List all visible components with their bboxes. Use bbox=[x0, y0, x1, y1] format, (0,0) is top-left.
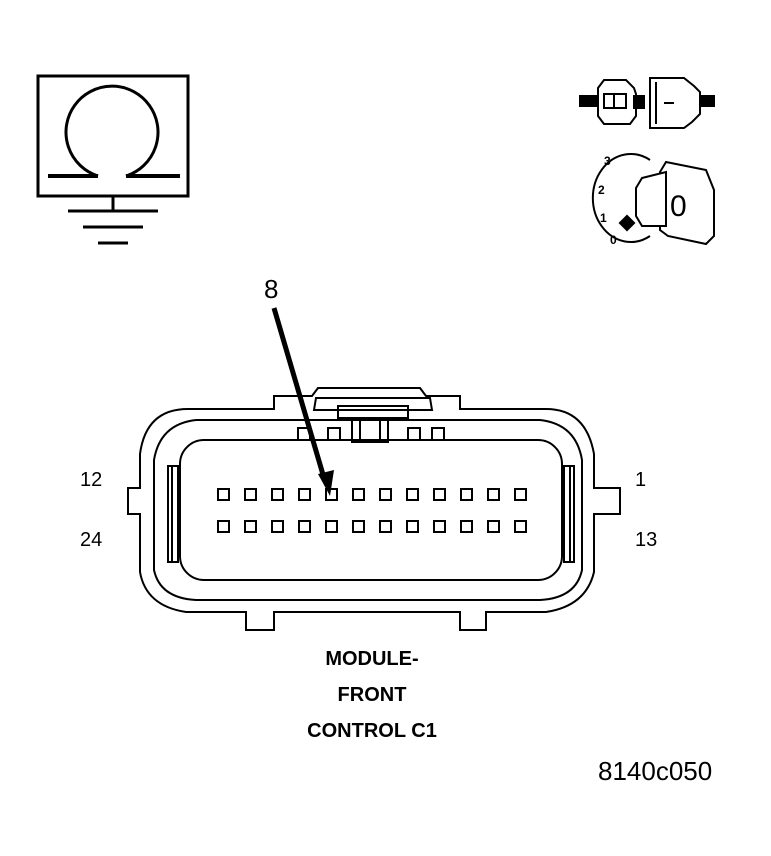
connector-housing bbox=[127, 387, 621, 631]
pin-cavity-18 bbox=[379, 520, 392, 533]
ignition-position-1: 1 bbox=[600, 211, 607, 225]
ignition-key-label: 0 bbox=[670, 190, 687, 223]
pin-cavity-9 bbox=[298, 488, 311, 501]
connector-title-line-1: MODULE- bbox=[325, 648, 419, 670]
pin-cavity-12 bbox=[217, 488, 230, 501]
ignition-key-icon bbox=[591, 153, 715, 246]
pin-cavity-20 bbox=[325, 520, 338, 533]
callout-arrow bbox=[271, 307, 334, 496]
pin-cavity-14 bbox=[487, 520, 500, 533]
pin-cavity-15 bbox=[460, 520, 473, 533]
ignition-position-2: 2 bbox=[598, 183, 605, 197]
pin-cavity-4 bbox=[433, 488, 446, 501]
connector-title-line-2: FRONT bbox=[337, 684, 407, 706]
ground-icon bbox=[68, 196, 158, 245]
ignition-position-3: 3 bbox=[604, 154, 611, 168]
callout-pin-number: 8 bbox=[264, 274, 279, 304]
pin-cavity-17 bbox=[406, 520, 419, 533]
pin-cavity-23 bbox=[244, 520, 257, 533]
pin-label-13: 13 bbox=[635, 529, 658, 551]
pin-cavity-22 bbox=[271, 520, 284, 533]
pin-cavity-7 bbox=[352, 488, 365, 501]
pin-cavity-2 bbox=[487, 488, 500, 501]
connector-pin-grid bbox=[217, 488, 527, 533]
connector-title-line-3: CONTROL C1 bbox=[307, 720, 437, 742]
pin-cavity-10 bbox=[271, 488, 284, 501]
pin-cavity-24 bbox=[217, 520, 230, 533]
pin-cavity-11 bbox=[244, 488, 257, 501]
pin-label-12: 12 bbox=[80, 469, 103, 491]
pin-cavity-16 bbox=[433, 520, 446, 533]
pin-cavity-19 bbox=[352, 520, 365, 533]
pin-cavity-5 bbox=[406, 488, 419, 501]
pin-cavity-6 bbox=[379, 488, 392, 501]
pin-label-24: 24 bbox=[80, 529, 103, 551]
connector-disconnect-icon bbox=[579, 77, 715, 129]
pin-cavity-13 bbox=[514, 520, 527, 533]
pin-cavity-3 bbox=[460, 488, 473, 501]
figure-code: 8140c050 bbox=[598, 756, 713, 786]
ignition-position-0: 0 bbox=[610, 233, 617, 247]
pin-label-1: 1 bbox=[635, 469, 647, 491]
pin-cavity-1 bbox=[514, 488, 527, 501]
pin-cavity-8 bbox=[325, 488, 338, 501]
ohmmeter-icon bbox=[36, 74, 190, 198]
pin-cavity-21 bbox=[298, 520, 311, 533]
